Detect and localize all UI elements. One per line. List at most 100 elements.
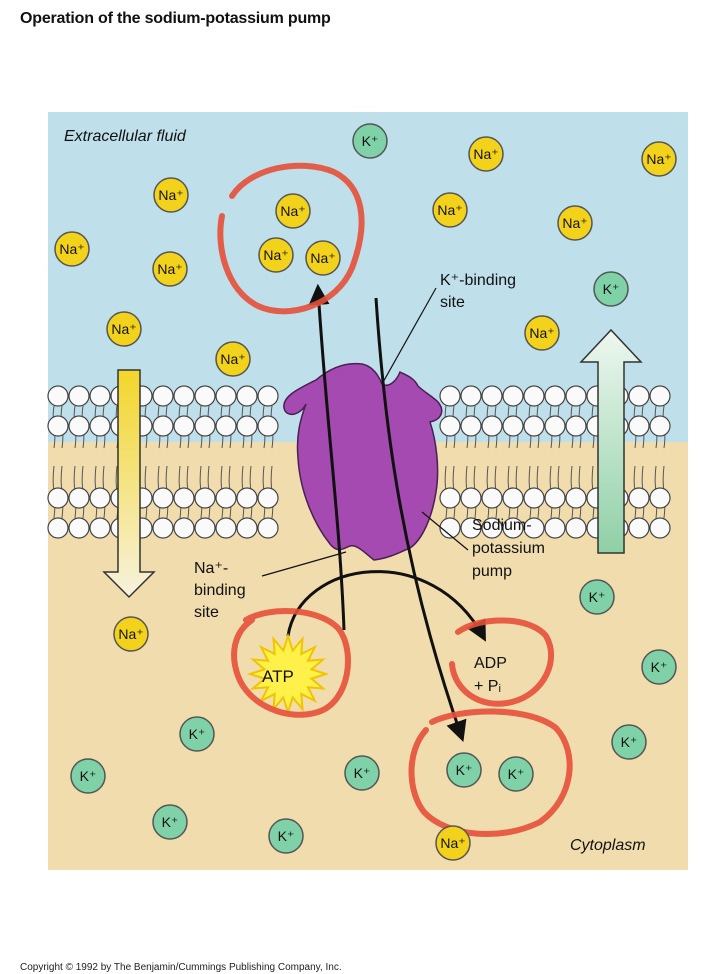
potassium-ion: K⁺ bbox=[152, 804, 188, 840]
figure-title: Operation of the sodium-potassium pump bbox=[20, 10, 331, 27]
sodium-ion-label: Na⁺ bbox=[280, 203, 305, 219]
potassium-ion-label: K⁺ bbox=[589, 589, 606, 605]
phospholipid-head bbox=[502, 385, 524, 407]
phospholipid-head bbox=[628, 487, 650, 509]
potassium-ion-disc bbox=[446, 752, 482, 788]
potassium-ion-label: K⁺ bbox=[508, 766, 525, 782]
phospholipid-head bbox=[565, 487, 587, 509]
sodium-ion-disc bbox=[152, 251, 188, 287]
na-gradient-arrow bbox=[102, 369, 156, 599]
phospholipid-head bbox=[649, 415, 671, 437]
phospholipid-head bbox=[649, 385, 671, 407]
sodium-ion-label: Na⁺ bbox=[646, 151, 671, 167]
phospholipid-head bbox=[47, 487, 69, 509]
sodium-ion-disc bbox=[258, 237, 294, 273]
phospholipid-head bbox=[628, 385, 650, 407]
phospholipid-head bbox=[502, 517, 524, 539]
potassium-ion: K⁺ bbox=[446, 752, 482, 788]
na-binding-pointer bbox=[261, 551, 347, 577]
sodium-ion: Na⁺ bbox=[641, 141, 677, 177]
potassium-ion-label: K⁺ bbox=[603, 281, 620, 297]
potassium-ion: K⁺ bbox=[70, 758, 106, 794]
sodium-ion: Na⁺ bbox=[106, 311, 142, 347]
phospholipid-head bbox=[68, 385, 90, 407]
sodium-ion-label: Na⁺ bbox=[59, 241, 84, 257]
potassium-ion: K⁺ bbox=[579, 579, 615, 615]
phospholipid-head bbox=[439, 385, 461, 407]
potassium-ion-disc bbox=[498, 756, 534, 792]
potassium-ion-label: K⁺ bbox=[189, 726, 206, 742]
phospholipid-head bbox=[173, 517, 195, 539]
sodium-ion: Na⁺ bbox=[275, 193, 311, 229]
pump-pointer bbox=[421, 511, 469, 551]
potassium-ion: K⁺ bbox=[498, 756, 534, 792]
k-transport-arrow bbox=[374, 297, 467, 742]
atp-starburst bbox=[246, 632, 330, 716]
potassium-ion: K⁺ bbox=[611, 724, 647, 760]
phospholipid-head bbox=[439, 487, 461, 509]
released-k-circle-marker bbox=[408, 708, 573, 838]
sodium-ion: Na⁺ bbox=[432, 192, 468, 228]
phospholipid-head bbox=[215, 385, 237, 407]
phospholipid-head bbox=[544, 415, 566, 437]
phospholipid-head bbox=[565, 415, 587, 437]
phospholipid-head bbox=[544, 487, 566, 509]
potassium-ion-label: K⁺ bbox=[651, 659, 668, 675]
phospholipid-head bbox=[173, 415, 195, 437]
sodium-ion-label: Na⁺ bbox=[111, 321, 136, 337]
sodium-ion-label: Na⁺ bbox=[473, 146, 498, 162]
atp-burst bbox=[246, 632, 330, 716]
potassium-ion: K⁺ bbox=[344, 755, 380, 791]
phospholipid-head bbox=[68, 415, 90, 437]
potassium-ion-disc bbox=[352, 123, 388, 159]
circle-markers bbox=[217, 162, 573, 838]
cytoplasm-label: Cytoplasm bbox=[570, 837, 646, 854]
phospholipid-head bbox=[523, 415, 545, 437]
potassium-ion-disc bbox=[179, 716, 215, 752]
phospholipid-head bbox=[152, 385, 174, 407]
sodium-ion-disc bbox=[468, 136, 504, 172]
sodium-ion-label: Na⁺ bbox=[220, 351, 245, 367]
sodium-ion-label: Na⁺ bbox=[437, 202, 462, 218]
na-binding-site-label: Na⁺- binding site bbox=[194, 560, 250, 621]
phospholipid-head bbox=[257, 415, 279, 437]
sodium-ion: Na⁺ bbox=[54, 231, 90, 267]
sodium-ion: Na⁺ bbox=[435, 825, 471, 861]
released-na-circle-marker bbox=[217, 162, 365, 315]
sodium-ion: Na⁺ bbox=[215, 341, 251, 377]
potassium-ion-label: K⁺ bbox=[80, 768, 97, 784]
sodium-ion-label: Na⁺ bbox=[310, 250, 335, 266]
phospholipid-head bbox=[649, 487, 671, 509]
phospholipid-head bbox=[47, 415, 69, 437]
phospholipid-head bbox=[481, 517, 503, 539]
phospholipid-head bbox=[257, 517, 279, 539]
phospholipid-head bbox=[460, 517, 482, 539]
potassium-ion: K⁺ bbox=[179, 716, 215, 752]
phospholipid-head bbox=[257, 385, 279, 407]
k-binding-pointer bbox=[381, 287, 437, 385]
phospholipid-head bbox=[628, 415, 650, 437]
potassium-ion-label: K⁺ bbox=[362, 133, 379, 149]
sodium-ion-disc bbox=[524, 315, 560, 351]
sodium-ion: Na⁺ bbox=[152, 251, 188, 287]
sodium-ion-label: Na⁺ bbox=[158, 187, 183, 203]
sodium-ion-disc bbox=[435, 825, 471, 861]
atp-label: ATP bbox=[262, 667, 294, 686]
k-binding-site-label: K⁺-binding site bbox=[440, 272, 521, 311]
phospholipid-head bbox=[523, 385, 545, 407]
phospholipid-head bbox=[89, 385, 111, 407]
sodium-ion: Na⁺ bbox=[468, 136, 504, 172]
phospholipid-head bbox=[89, 487, 111, 509]
pump-label: Sodium- potassium pump bbox=[472, 517, 549, 580]
extracellular-label: Extracellular fluid bbox=[64, 128, 187, 145]
phospholipid-head bbox=[523, 517, 545, 539]
sodium-ion: Na⁺ bbox=[153, 177, 189, 213]
phospholipid-head bbox=[236, 517, 258, 539]
phospholipid-head bbox=[194, 385, 216, 407]
sodium-ion-disc bbox=[305, 240, 341, 276]
sodium-ion-label: Na⁺ bbox=[529, 325, 554, 341]
sodium-ion-label: Na⁺ bbox=[118, 626, 143, 642]
phospholipid-head bbox=[236, 385, 258, 407]
phospholipid-head bbox=[439, 415, 461, 437]
